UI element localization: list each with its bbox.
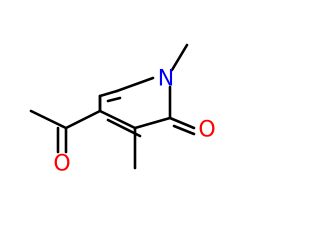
bond-c5-c6-inner [106, 96, 122, 103]
bond-c2-o-double [172, 124, 196, 136]
bond-c5-c6 [98, 89, 119, 98]
atom-label-o-ring: O [198, 118, 215, 143]
bond-c2-o [168, 116, 196, 130]
atom-label-o-acetyl: O [53, 152, 70, 177]
bond-c4-acetyl [64, 109, 102, 130]
bond-acetyl-methyl [29, 109, 68, 130]
atom-label-n1: N [158, 67, 174, 92]
structure-canvas: N O O [29, 43, 216, 177]
bond-n1-c6 [115, 76, 155, 93]
molecule-drawing: N O O [29, 43, 216, 177]
bond-c3-c4 [98, 109, 137, 130]
bond-c2-c3 [133, 116, 172, 130]
bond-n1-methyl [170, 43, 189, 72]
